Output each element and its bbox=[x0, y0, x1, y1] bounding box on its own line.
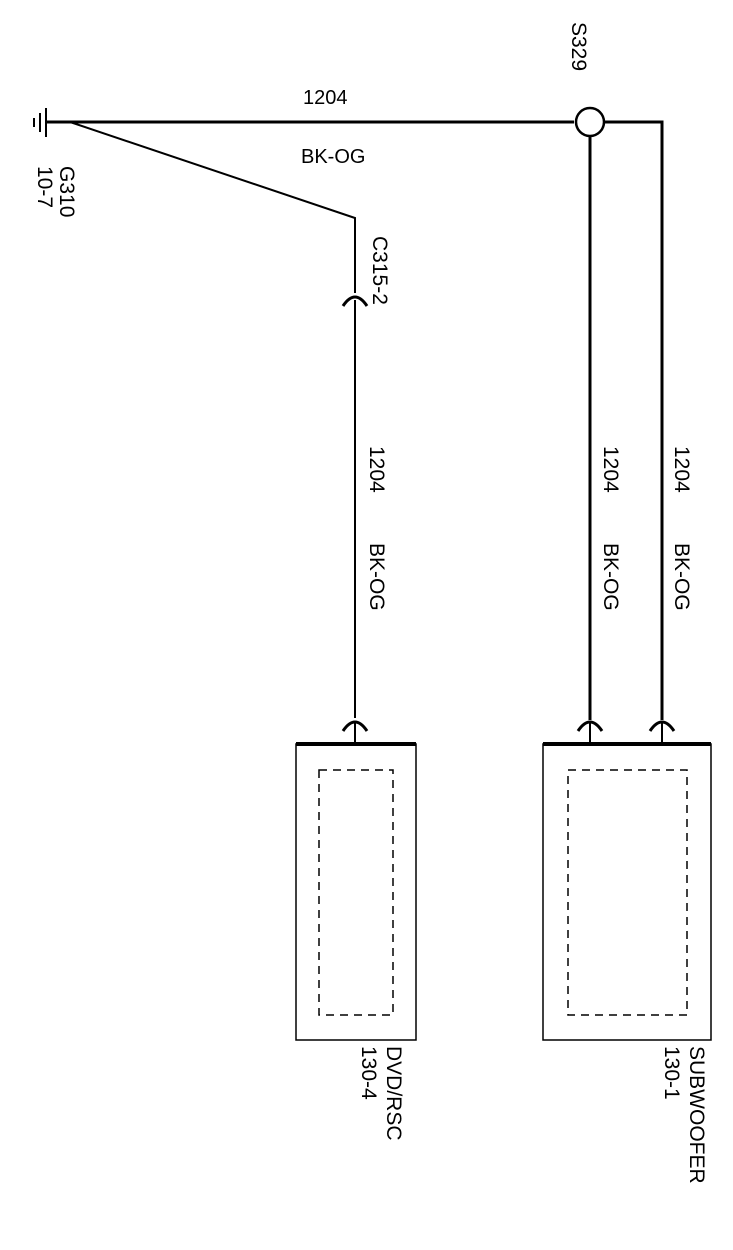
wire-top-circuit-label: 1204 bbox=[303, 87, 348, 109]
splice-label: S329 bbox=[567, 22, 590, 71]
wire-branch-dvd bbox=[69, 121, 356, 293]
component-dvd-ref-label: 130-4 bbox=[357, 1046, 380, 1100]
wire-top-color-label: BK-OG bbox=[301, 146, 365, 168]
wire-dvd-color-label: BK-OG bbox=[365, 543, 388, 611]
ground-name-label: G310 bbox=[55, 166, 78, 217]
component-dvd-name-label: DVD/RSC bbox=[382, 1046, 405, 1141]
wire-sub-right-circuit-label: 1204 bbox=[670, 446, 693, 493]
wire-sub-left-color-label: BK-OG bbox=[599, 543, 622, 611]
component-sub-ref-label: 130-1 bbox=[660, 1046, 683, 1100]
splice-circle-icon bbox=[574, 106, 606, 138]
wire-sub-left-circuit-label: 1204 bbox=[599, 446, 622, 493]
connector-chevron-icon bbox=[341, 295, 369, 307]
wire-sub-right-color-label: BK-OG bbox=[670, 543, 693, 611]
ground-symbol-icon bbox=[33, 108, 47, 137]
wire-splice-right bbox=[605, 120, 664, 720]
connector-label: C315-2 bbox=[368, 236, 391, 305]
component-dvd-rsc bbox=[295, 742, 417, 1041]
component-subwoofer bbox=[542, 742, 712, 1041]
ground-ref-label: 10-7 bbox=[33, 166, 56, 208]
component-sub-name-label: SUBWOOFER bbox=[685, 1046, 708, 1184]
wire-dvd-circuit-label: 1204 bbox=[365, 446, 388, 493]
